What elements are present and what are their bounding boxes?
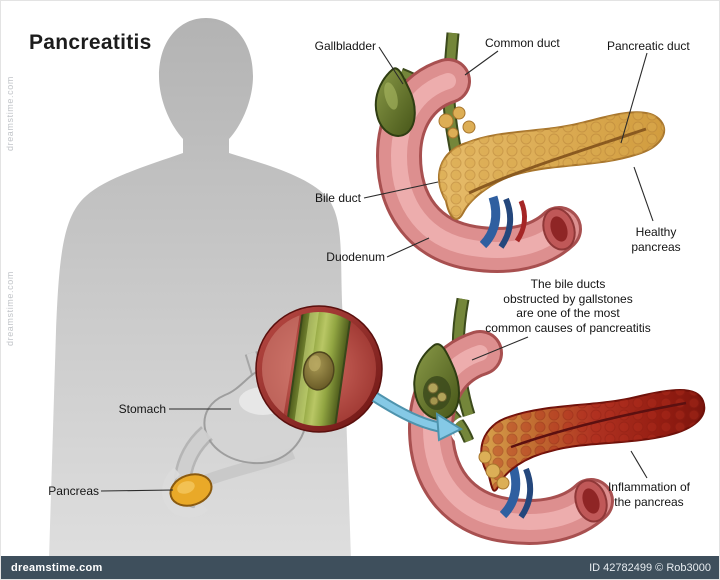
page-title: Pancreatitis <box>29 31 152 54</box>
inset-arrow <box>372 392 464 442</box>
side-watermark-mid: dreamstime.com <box>5 271 15 346</box>
pancreatitis-anatomy-illustration <box>407 297 706 545</box>
small-pancreas-head <box>169 473 213 507</box>
leader-lines <box>100 46 654 492</box>
label-pancreatic-duct: Pancreatic duct <box>607 39 690 53</box>
caption-line: obstructed by gallstones <box>503 291 633 306</box>
illustration-caption: The bile ducts obstructed by gallstones … <box>477 277 659 336</box>
medical-illustration <box>49 18 706 559</box>
obstructed-duct-inset <box>255 305 464 442</box>
label-gallbladder: Gallbladder <box>314 39 376 53</box>
footer-brand: dreamstime.com <box>11 561 103 574</box>
caption-line: The bile ducts <box>530 277 606 291</box>
healthy-anatomy-illustration <box>374 32 666 273</box>
label-inflammation: Inflammation of the pancreas <box>607 480 691 509</box>
label-healthy-pancreas: Healthy pancreas <box>631 225 681 254</box>
label-pancreas: Pancreas <box>48 484 99 498</box>
label-duodenum: Duodenum <box>326 250 385 264</box>
caption-line: common causes of pancreatitis <box>485 320 651 335</box>
footer-credit: ID 42782499 © Rob3000 <box>589 561 711 574</box>
side-watermark-top: dreamstime.com <box>5 76 15 151</box>
label-common-duct: Common duct <box>485 36 560 50</box>
footer-bar: dreamstime.com ID 42782499 © Rob3000 <box>1 556 719 579</box>
label-stomach: Stomach <box>118 402 166 416</box>
label-bile-duct: Bile duct <box>314 191 361 205</box>
caption-line: are one of the most <box>516 306 620 321</box>
